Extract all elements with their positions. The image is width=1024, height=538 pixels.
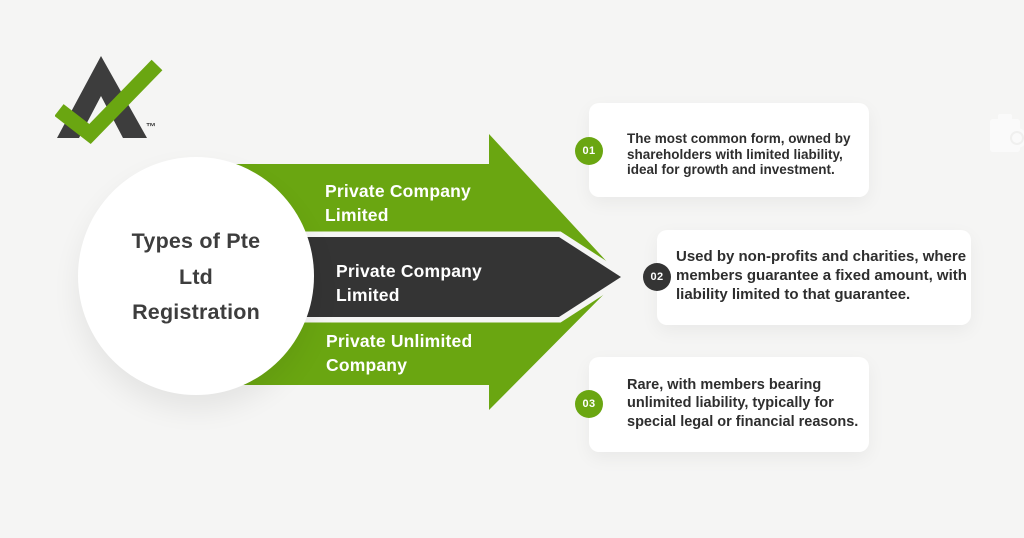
arrow-2-label-line-2: Limited <box>336 285 400 305</box>
card-1-badge: 01 <box>575 137 603 165</box>
card-3-text-line-2: unlimited liability, typically for <box>627 395 834 412</box>
card-2 <box>657 230 971 325</box>
hub-title-line-3: Registration <box>132 300 260 324</box>
hub-title-line-1: Types of Pte <box>131 229 261 253</box>
card-3-text-line-3: special legal or financial reasons. <box>627 413 859 430</box>
card-1-text-line-1: The most common form, owned by <box>627 131 851 146</box>
card-1-text: The most common form, owned by sharehold… <box>627 131 851 178</box>
arrow-2-label-line-1: Private Company <box>336 261 482 281</box>
card-1-text-line-2: shareholders with limited liability, <box>627 146 843 162</box>
card-1 <box>589 103 869 197</box>
card-3-badge: 03 <box>575 390 603 418</box>
arrow-3-label-line-1: Private Unlimited <box>326 331 473 351</box>
card-2-text: Used by non-profits and charities, where… <box>676 248 967 304</box>
card-3-text: Rare, with members bearing unlimited lia… <box>627 376 858 431</box>
card-1-text-line-3: ideal for growth and investment. <box>627 162 835 178</box>
arrow-3-label: Private Unlimited Company <box>326 329 472 377</box>
arrow-3-label-line-2: Company <box>326 355 408 375</box>
hub-title: Types of Pte Ltd Registration <box>86 224 306 331</box>
watermark-icon <box>990 114 1024 152</box>
hub-title-line-2: Ltd <box>178 264 214 289</box>
card-2-badge: 02 <box>643 263 671 291</box>
arrow-1-label: Private Company Limited <box>325 179 471 227</box>
arrow-1-label-line-1: Private Company <box>325 181 471 201</box>
arrow-2-label: Private Company Limited <box>336 259 482 307</box>
logo-tm: ™ <box>146 122 157 133</box>
card-3 <box>589 357 869 452</box>
logo-check-icon <box>55 59 163 145</box>
hub-circle <box>78 157 314 395</box>
card-2-text-line-2: members guarantee a fixed amount, with <box>676 266 967 284</box>
card-3-text-line-1: Rare, with members bearing <box>627 377 822 393</box>
card-2-text-line-1: Used by non-profits and charities, where <box>676 248 967 265</box>
arrow-1-label-line-2: Limited <box>325 205 389 225</box>
card-2-text-line-3: liability limited to that guarantee. <box>676 285 911 303</box>
brand-logo <box>55 56 163 145</box>
